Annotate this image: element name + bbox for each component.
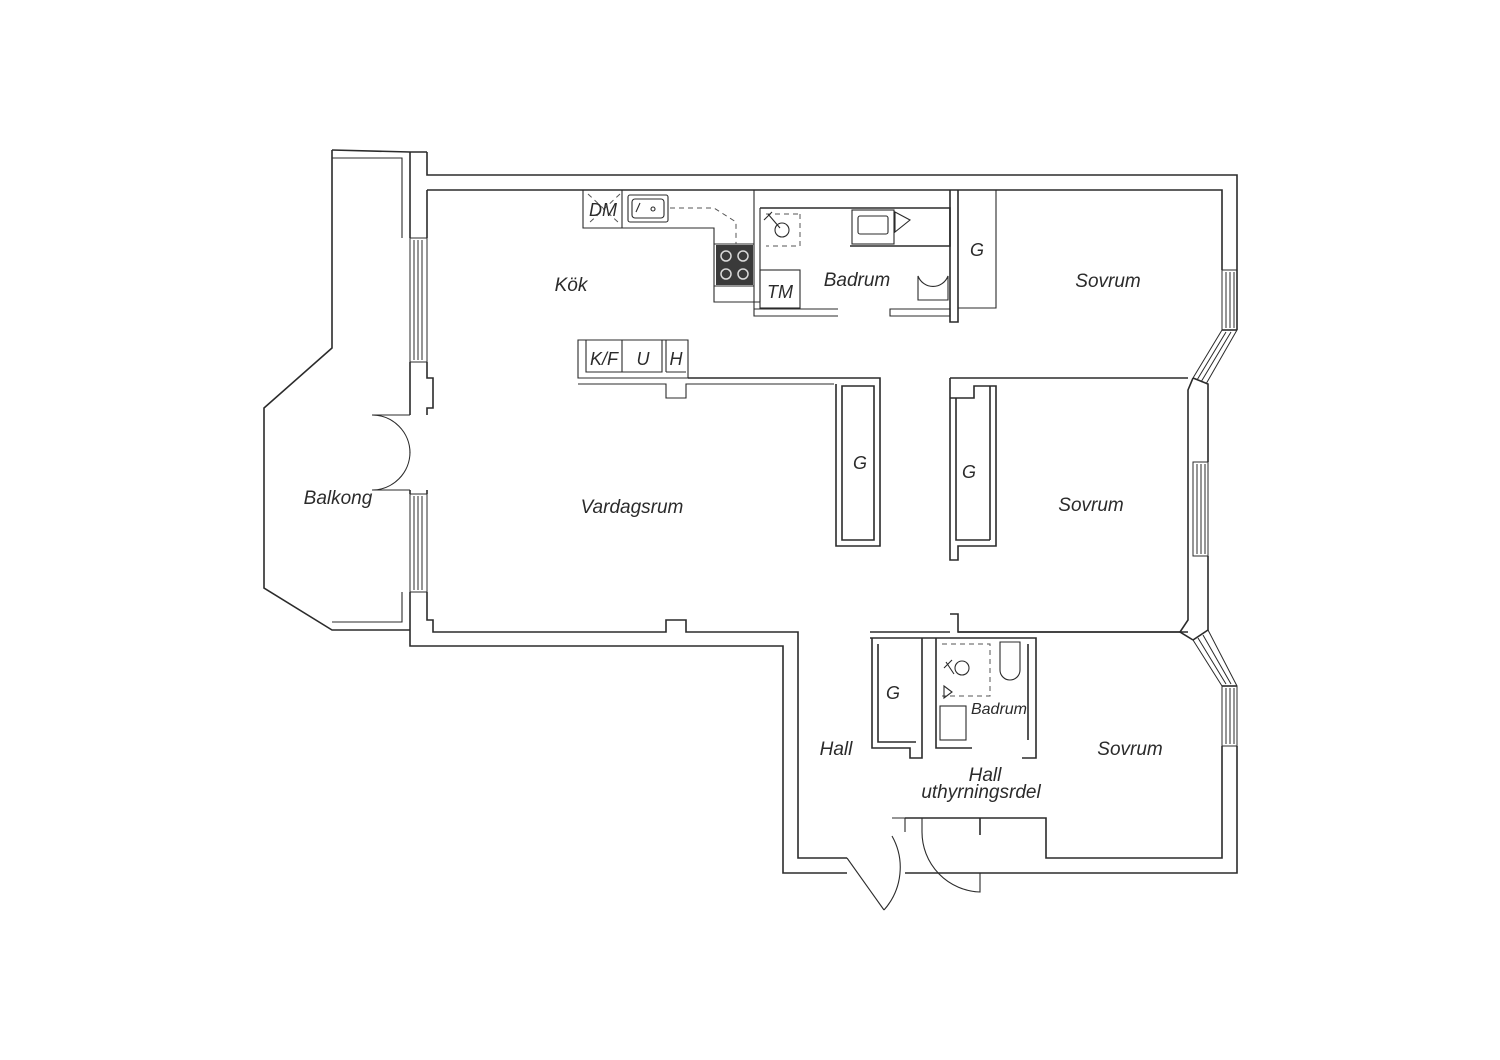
room-label-vardagsrum: Vardagsrum — [581, 497, 684, 518]
dishwasher-icon — [587, 193, 621, 225]
fixture-label-g-hall: G — [886, 683, 900, 703]
room-label-badrum-main: Badrum — [824, 270, 891, 291]
kitchen-counter — [582, 189, 838, 317]
bathroom-sink-icon — [851, 209, 911, 245]
window-middle-right — [1192, 461, 1209, 557]
room-label-sovrum-3: Sovrum — [1097, 739, 1162, 760]
fixture-label-g-center-right: G — [962, 462, 976, 482]
fixture-label-u: U — [637, 349, 651, 369]
fixture-label-kf: K/F — [590, 349, 619, 369]
room-label-badrum-small: Badrum — [971, 701, 1027, 718]
room-label-hall-uthyrning-1: Hall — [969, 765, 1003, 786]
balcony-outline — [263, 149, 427, 631]
bay-window-lower — [1192, 629, 1238, 747]
bathroom-small-fixtures — [939, 641, 1021, 741]
fixture-label-tm: TM — [767, 282, 793, 302]
stove-icon — [716, 245, 753, 285]
balcony-double-door — [371, 414, 411, 491]
fixture-label-g-bedroom1: G — [970, 240, 984, 260]
room-label-kok: Kök — [555, 275, 589, 296]
room-label-sovrum-2: Sovrum — [1058, 495, 1123, 516]
fixture-label-g-center-left: G — [853, 453, 867, 473]
fixture-label-dm: DM — [589, 200, 617, 220]
window-kitchen-left — [409, 237, 428, 363]
washer-box — [759, 269, 801, 309]
kitchen-sink-icon — [627, 194, 669, 223]
shower-icon — [763, 211, 801, 247]
bay-window-upper — [1192, 269, 1238, 385]
bathroom-main-walls — [754, 189, 997, 323]
room-label-balkong: Balkong — [304, 488, 373, 509]
fixture-label-h: H — [670, 349, 684, 369]
window-living-left — [409, 493, 428, 593]
room-label-hall-uthyrning-2: uthyrningsrdel — [921, 782, 1041, 803]
room-label-hall: Hall — [820, 739, 854, 760]
room-label-sovrum-1: Sovrum — [1075, 271, 1140, 292]
entrance-doors — [846, 817, 981, 911]
interior-walls — [688, 377, 1188, 759]
